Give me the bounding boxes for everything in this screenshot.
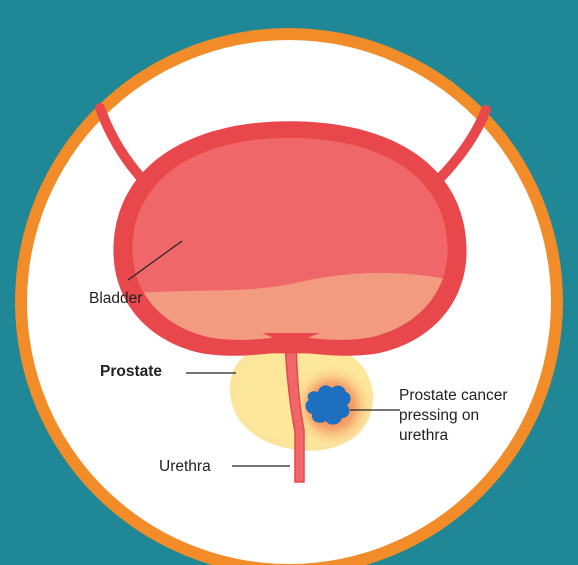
cancer-label-line3: urethra [399, 426, 448, 445]
cancer-label-line1: Prostate cancer [399, 386, 508, 405]
bladder-label: Bladder [89, 289, 142, 308]
prostate-label: Prostate [100, 362, 162, 381]
cancer-label-line2: pressing on [399, 406, 479, 425]
urethra-label: Urethra [159, 457, 211, 476]
